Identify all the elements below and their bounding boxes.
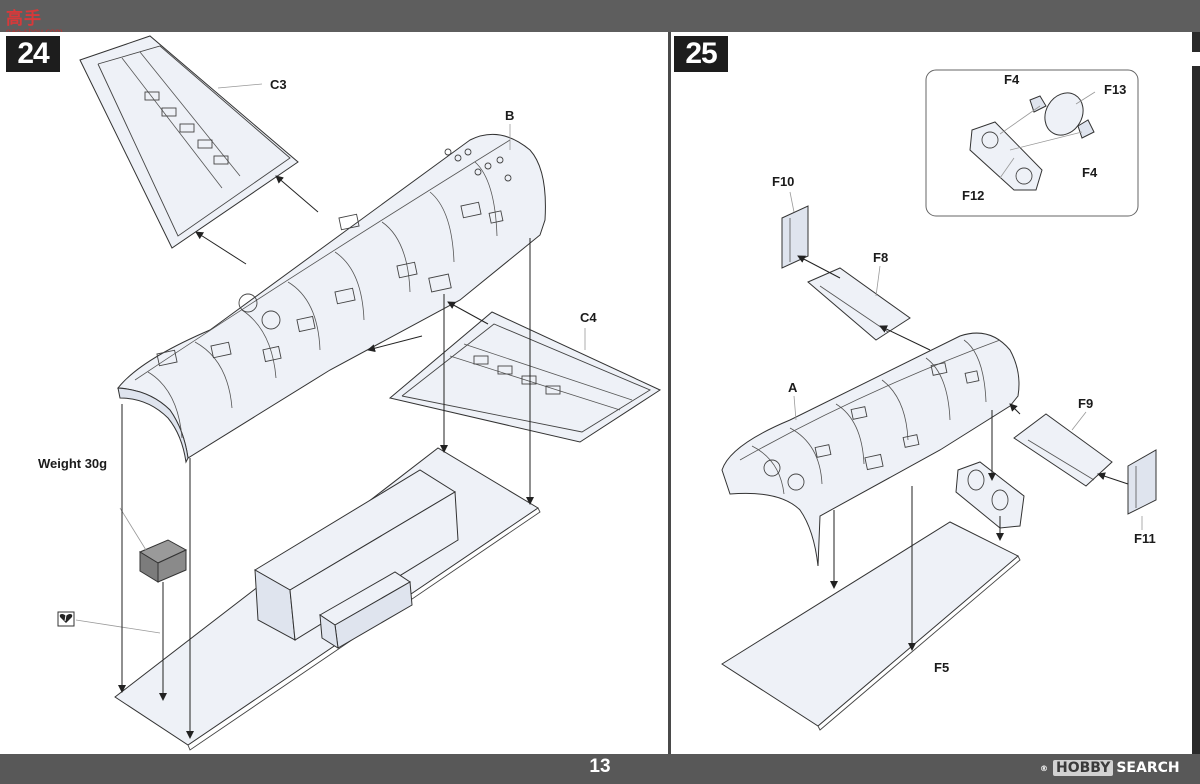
battery-box [254,469,459,649]
panel-f11 [1127,449,1157,515]
label-f8: F8 [873,250,888,265]
watermark-glyphs: 高手 [6,9,42,29]
label-f12: F12 [962,188,984,203]
watermark-logo: 高手 gao-shou.com [6,4,70,40]
label-f10: F10 [772,174,794,189]
label-weight: Weight 30g [38,456,107,471]
wing-c4 [388,311,662,443]
footer-brand: ® HOBBY SEARCH [1040,756,1180,780]
page-edge [1192,32,1200,754]
base-plate-f5 [721,521,1021,731]
wing-c3 [79,35,299,249]
bottom-frame-bar [0,754,1200,784]
fuselage-a [721,332,1020,567]
slat-f9 [1013,413,1113,487]
step-24-leaders [75,83,586,739]
label-f11: F11 [1134,531,1156,546]
step-25-badge: 25 [674,36,728,72]
label-c4: C4 [580,310,597,325]
watermark-site: gao-shou.com [6,27,70,36]
label-c3: C3 [270,77,287,92]
brand-search: SEARCH [1116,760,1180,776]
page-number: 13 [589,756,611,777]
brand-hobby: HOBBY [1053,760,1114,776]
label-f13: F13 [1104,82,1126,97]
label-f9: F9 [1078,396,1093,411]
detail-inset [925,69,1139,217]
label-f5: F5 [934,660,949,675]
label-f4-lower: F4 [1082,165,1098,180]
top-frame-bar [0,0,1200,32]
step-24-badge: 24 [6,36,60,72]
label-a: A [788,380,798,395]
weight-cube [138,539,188,583]
panel-f10 [781,205,809,269]
nose-frame [955,461,1025,529]
panel-divider [668,32,671,754]
registered-mark: ® [1040,763,1048,773]
slat-f8 [807,267,911,341]
inset-parts [969,91,1096,191]
broken-heart-icon [57,611,75,627]
label-b: B [505,108,514,123]
label-f4-upper: F4 [1004,72,1020,87]
fuselage-b [117,133,546,464]
step-25-leaders [789,191,1143,651]
